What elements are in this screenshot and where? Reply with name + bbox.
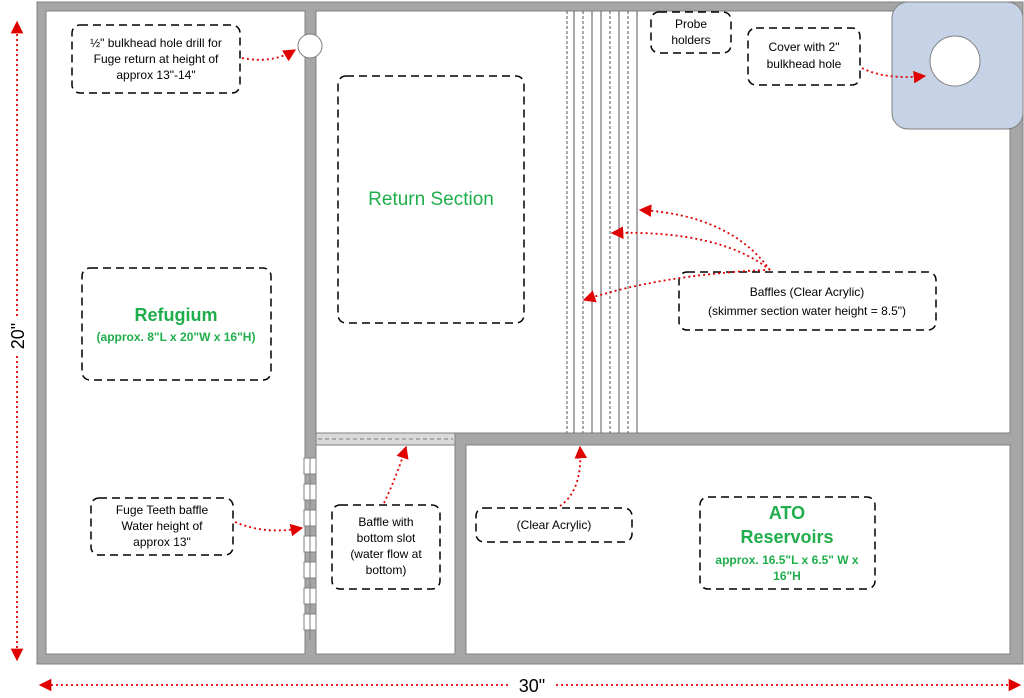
callout-probe-holders-box: [650, 11, 732, 54]
arrow-to-clear-acrylic: [559, 445, 588, 507]
callout-clear-acrylic-line: (Clear Acrylic): [517, 518, 592, 532]
refugium-box: [81, 267, 272, 381]
width-dimension-label: 30": [519, 676, 545, 696]
callout-bulkhead-drill-line: Fuge return at height of: [94, 52, 219, 66]
callout-bulkhead-drill-line: approx 13"-14": [116, 68, 195, 82]
callout-bottom-slot-line: bottom): [366, 563, 407, 577]
refugium-title: Refugium: [135, 305, 218, 325]
callout-bottom-slot-line: Baffle with: [358, 515, 413, 529]
return-section-title: Return Section: [368, 189, 494, 210]
callout-probe-holders-line: holders: [671, 33, 710, 47]
callout-clear-acrylic-box: [475, 507, 633, 543]
callout-fuge-teeth-line: Fuge Teeth baffle: [116, 503, 209, 517]
arrow-to-bulkhead-hole: [241, 49, 297, 62]
clear-acrylic-baffles: [566, 11, 638, 433]
height-dimension-label: 20": [8, 323, 28, 349]
callout-cover-line: bulkhead hole: [767, 57, 842, 71]
callout-probe-holders-line: Probe: [675, 17, 707, 31]
ato-box: [699, 496, 876, 590]
callout-fuge-teeth-line: approx 13": [133, 535, 191, 549]
callout-cover-box: [747, 27, 861, 86]
arrow-to-baffle-2: [610, 226, 771, 271]
bottom-slot-baffle: [315, 432, 456, 446]
ato-size-line1: approx. 16.5"L x 6.5" W x: [715, 553, 859, 567]
sump-walls: [36, 1, 1024, 665]
callout-baffles-line: Baffles (Clear Acrylic): [750, 285, 864, 299]
callout-baffles-box: [678, 271, 937, 331]
fuge-teeth-baffle: [303, 457, 317, 640]
callout-bottom-slot-box: [331, 504, 441, 590]
callout-fuge-teeth-line: Water height of: [122, 519, 204, 533]
refugium-size: (approx. 8"L x 20"W x 16"H): [97, 330, 256, 344]
fuge-return-bulkhead-hole: [297, 33, 323, 59]
callout-bottom-slot-line: (water flow at: [350, 547, 422, 561]
cover-bulkhead-hole: [929, 35, 981, 87]
arrow-to-fuge-teeth: [234, 521, 304, 537]
return-section-box: [337, 75, 525, 324]
callout-bulkhead-drill-line: ½" bulkhead hole drill for: [90, 36, 222, 50]
callout-baffles-line: (skimmer section water height = 8.5"): [708, 304, 906, 318]
callout-fuge-teeth-box: [90, 497, 234, 556]
callout-bottom-slot-line: bottom slot: [357, 531, 416, 545]
ato-title-line1: ATO: [769, 503, 805, 523]
callout-bulkhead-drill-box: [71, 24, 241, 94]
callout-cover-line: Cover with 2": [769, 40, 840, 54]
arrow-to-baffle-1: [638, 204, 771, 271]
ato-chamber: [465, 444, 1011, 655]
arrow-to-cover-hole: [861, 67, 927, 84]
callout-arrows: [10, 20, 1022, 692]
ato-size-line2: 16"H: [773, 569, 801, 583]
ato-title-line2: Reservoirs: [740, 527, 833, 547]
